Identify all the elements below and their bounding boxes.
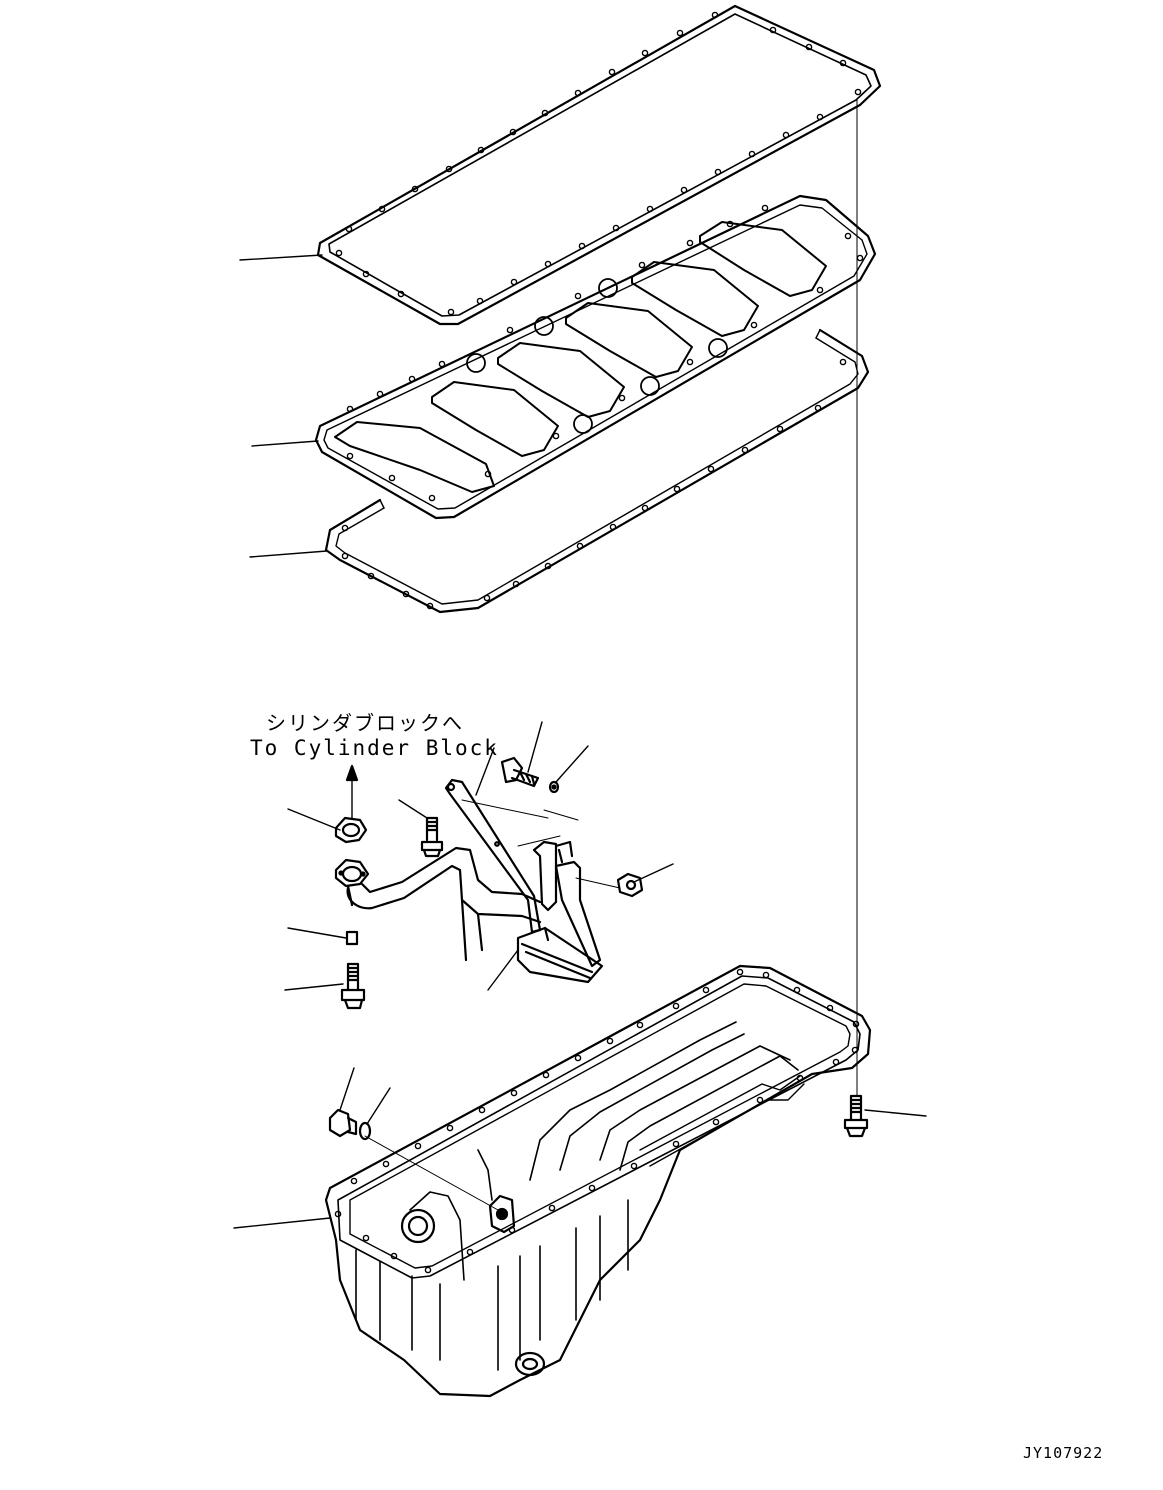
oil-pan-bolt-holes (335, 969, 858, 1272)
pan-sump-boss (402, 1210, 434, 1242)
flange-gasket (336, 818, 366, 842)
strainer (518, 928, 602, 982)
washer-small (550, 782, 558, 792)
spacer-sleeve (347, 932, 357, 944)
plate-gasket-bolt-holes (347, 205, 862, 500)
coolant-holes (467, 279, 727, 433)
pan-drain-boss (490, 1196, 514, 1232)
bolt-right (845, 1096, 867, 1136)
direction-arrow (347, 766, 357, 818)
upper-gasket (318, 6, 880, 324)
bolt-top-horizontal (502, 758, 538, 786)
pan-bottom-drain (516, 1353, 544, 1375)
cylinder-bores (335, 222, 826, 492)
leader-lines (234, 255, 926, 1228)
tube-flange (336, 860, 368, 886)
o-ring (360, 1123, 370, 1139)
figure-code: JY107922 (1023, 1444, 1104, 1462)
drain-plug (330, 1110, 356, 1136)
direction-label-english: To Cylinder Block (250, 736, 499, 760)
nut (618, 874, 642, 896)
bolt-lower-left (342, 964, 364, 1008)
bolt-upper-left (422, 818, 442, 856)
direction-label-japanese: シリンダブロックへ (266, 711, 464, 735)
suction-tube-assembly (336, 780, 602, 982)
lower-gasket-holes (342, 359, 845, 608)
plate-gasket (316, 196, 875, 518)
pan-ribs (356, 1200, 628, 1370)
tube-bracket (446, 780, 600, 966)
connection-lines (365, 800, 620, 1210)
upper-gasket-holes (336, 12, 860, 314)
lower-gasket (326, 330, 868, 612)
oil-pan (326, 966, 870, 1396)
